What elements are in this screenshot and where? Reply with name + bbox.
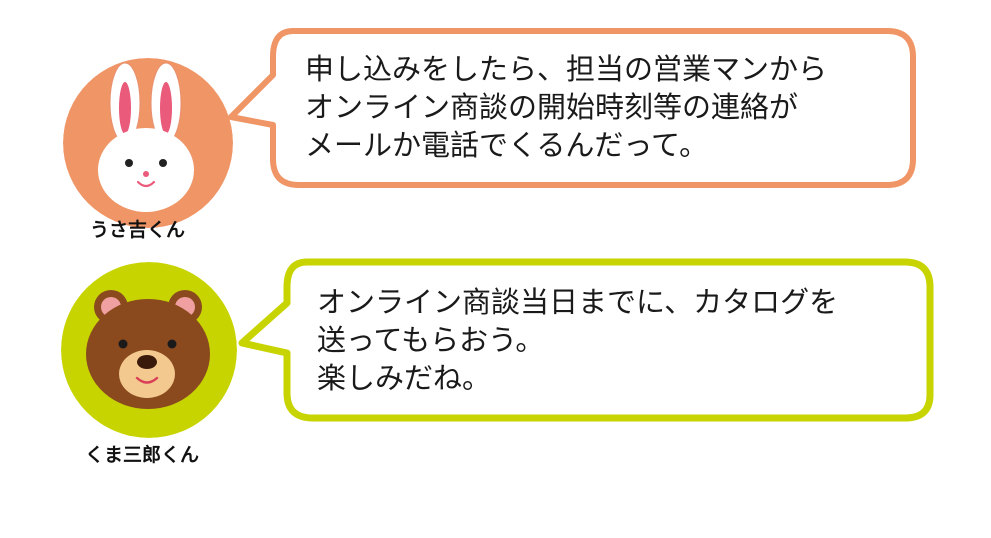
rabbit-speech-bubble: 申し込みをしたら、担当の営業マンから オンライン商談の開始時刻等の連絡が メール… — [225, 25, 920, 190]
rabbit-name-label: うさ吉くん — [90, 219, 186, 241]
bear-avatar — [61, 262, 237, 438]
rabbit-icon — [63, 58, 233, 228]
bear-message-line: 送ってもらおう。 — [317, 323, 545, 357]
rabbit-message-line: オンライン商談の開始時刻等の連絡が — [305, 90, 799, 124]
bear-message-line: オンライン商談当日までに、カタログを — [317, 285, 839, 319]
bear-name-label: くま三郎くん — [85, 444, 200, 466]
rabbit-message-line: メールか電話でくるんだって。 — [305, 128, 709, 162]
bear-message: オンライン商談当日までに、カタログを 送ってもらおう。 楽しみだね。 — [317, 283, 838, 397]
rabbit-message-line: 申し込みをしたら、担当の営業マンから — [305, 52, 828, 86]
bear-icon — [61, 262, 237, 438]
rabbit-avatar — [63, 58, 233, 228]
rabbit-message: 申し込みをしたら、担当の営業マンから オンライン商談の開始時刻等の連絡が メール… — [305, 50, 827, 164]
bear-speech-bubble: オンライン商談当日までに、カタログを 送ってもらおう。 楽しみだね。 — [235, 255, 935, 425]
bear-message-line: 楽しみだね。 — [317, 361, 492, 395]
